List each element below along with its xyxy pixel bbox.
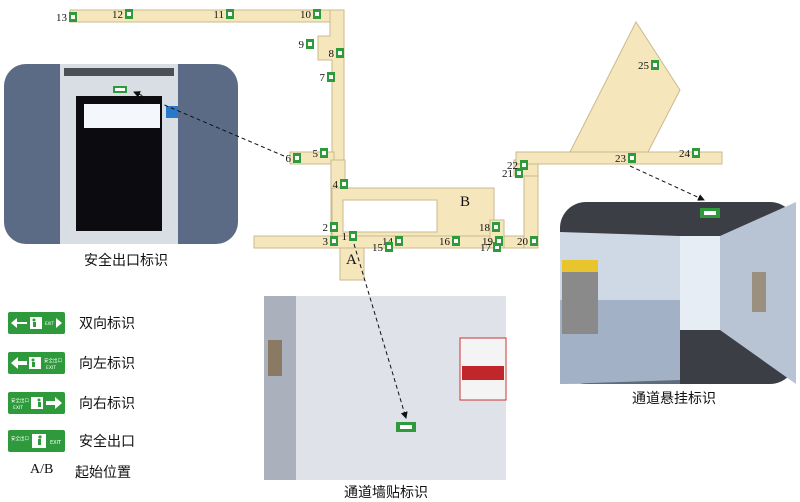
legend-label-right: 向右标识 [79,396,135,412]
legend-ab-key: A/B [30,462,54,477]
sign-marker-number: 25 [638,60,650,72]
sign-marker-number: 3 [323,236,329,248]
sign-marker-1: 1 [342,231,357,243]
sign-marker-10: 10 [300,9,321,21]
legend-label-left: 向左标识 [79,356,135,372]
both-direction-sign-icon: EXIT [8,312,65,334]
svg-text:EXIT: EXIT [50,440,62,446]
sign-marker-number: 7 [320,72,326,84]
legend-item-right: 安全出口 EXIT 向右标识 [8,392,135,414]
sign-marker-number: 8 [329,48,335,60]
sign-marker-number: 6 [286,153,292,165]
sign-marker-number: 9 [299,39,305,51]
legend-item-both: EXIT 双向标识 [8,312,135,334]
sign-marker-7: 7 [320,72,335,84]
sign-marker-17: 17 [480,242,501,254]
sign-marker-number: 10 [300,9,312,21]
sign-marker-12: 12 [112,9,133,21]
sign-marker-20: 20 [517,236,538,248]
caption-exit-sign: 安全出口标识 [84,253,168,269]
sign-marker-25: 25 [638,60,659,72]
sign-marker-number: 18 [479,222,491,234]
sign-marker-3: 3 [323,236,338,248]
legend-item-exit: 安全出口 EXIT 安全出口 [8,430,135,452]
sign-marker-number: 12 [112,9,123,21]
start-label-b: B [460,194,470,210]
sign-marker-number: 19 [482,236,494,248]
sign-marker-number: 24 [679,148,691,160]
start-label-a: A [346,252,357,268]
svg-text:EXIT: EXIT [13,405,23,411]
left-direction-sign-icon: 安全出口 EXIT [8,352,65,374]
caption-hanging-sign: 通道悬挂标识 [632,391,716,407]
sign-marker-22: 22 [507,160,528,172]
legend-label-both: 双向标识 [79,316,135,332]
exit-sign-icon: 安全出口 EXIT [8,430,65,452]
right-direction-sign-icon: 安全出口 EXIT [8,392,65,414]
sign-marker-8: 8 [329,48,344,60]
sign-marker-24: 24 [679,148,700,160]
sign-marker-number: 23 [615,153,627,165]
sign-marker-18: 18 [479,222,500,234]
sign-marker-16: 16 [439,236,460,248]
wall-sticker-photo [264,296,507,480]
sign-marker-19: 19 [482,236,503,248]
sign-marker-9: 9 [299,39,314,51]
sign-marker-number: 11 [213,9,224,21]
svg-text:安全出口: 安全出口 [44,357,62,364]
legend-ab-label: 起始位置 [75,465,131,481]
hanging-sign-photo [560,202,796,384]
sign-marker-13: 13 [56,12,77,24]
sign-marker-21: 21 [502,168,523,180]
sign-marker-number: 17 [480,242,492,254]
sign-marker-number: 22 [507,160,518,172]
sign-marker-number: 4 [333,179,339,191]
svg-text:EXIT: EXIT [45,321,54,326]
exit-door-photo [4,64,238,244]
sign-marker-11: 11 [213,9,234,21]
sign-marker-number: 21 [502,168,513,180]
sign-marker-number: 13 [56,12,68,24]
legend-label-exit: 安全出口 [79,434,135,450]
sign-marker-number: 1 [342,231,348,243]
sign-marker-6: 6 [286,153,301,165]
sign-marker-number: 15 [372,242,384,254]
svg-text:安全出口: 安全出口 [11,397,29,404]
sign-marker-15: 15 [372,242,393,254]
sign-markers: 1234567891011121314151617181920212223242… [56,9,700,254]
sign-marker-4: 4 [333,179,348,191]
svg-text:安全出口: 安全出口 [11,435,29,442]
sign-marker-number: 2 [323,222,329,234]
sign-marker-number: 16 [439,236,451,248]
legend-item-left: 安全出口 EXIT 向左标识 [8,352,135,374]
leader-arrows [133,91,705,419]
sign-marker-5: 5 [313,148,328,160]
sign-marker-2: 2 [323,222,338,234]
caption-wall-sign: 通道墙贴标识 [344,485,428,501]
sign-marker-number: 5 [313,148,319,160]
sign-marker-number: 20 [517,236,529,248]
svg-text:EXIT: EXIT [46,365,56,371]
sign-marker-23: 23 [615,153,636,165]
